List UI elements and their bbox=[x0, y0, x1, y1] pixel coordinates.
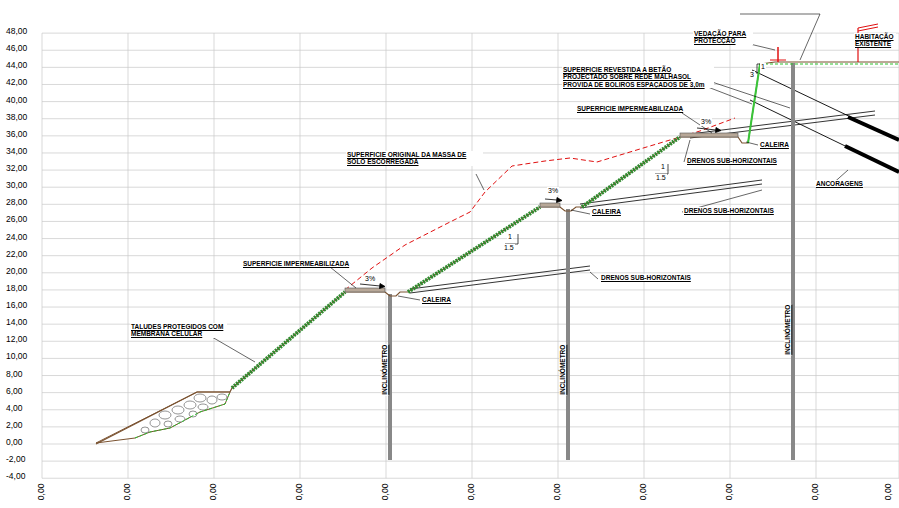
grid-line bbox=[42, 170, 899, 171]
grid-line bbox=[42, 33, 899, 34]
gutter-note: CALEIRA bbox=[759, 141, 790, 148]
grid-line bbox=[42, 358, 899, 359]
grid-line bbox=[558, 33, 559, 478]
axis-value: -2,00 bbox=[5, 455, 26, 465]
axis-value: 16,00 bbox=[5, 301, 28, 311]
grid-line bbox=[644, 33, 645, 478]
ratio-mark: 1 bbox=[507, 233, 513, 241]
axis-value: 10,00 bbox=[5, 352, 28, 362]
axis-value: 38,00 bbox=[5, 113, 28, 123]
grid-line bbox=[42, 255, 899, 256]
grid-line bbox=[42, 238, 899, 239]
drain-note: DRENOS SUB-HORIZONTAIS bbox=[683, 207, 775, 214]
grid-line bbox=[730, 33, 731, 478]
axis-value: 42,00 bbox=[5, 78, 28, 88]
axis-value: 6,00 bbox=[5, 387, 24, 397]
axis-value: 18,00 bbox=[5, 284, 28, 294]
axis-value: 0,00 bbox=[295, 483, 305, 502]
axis-value: 8,00 bbox=[5, 370, 24, 380]
grid-line bbox=[42, 135, 899, 136]
axis-value: 36,00 bbox=[5, 130, 28, 140]
axis-value: 0,00 bbox=[811, 483, 821, 502]
axis-value: 4,00 bbox=[5, 404, 24, 414]
grid-line bbox=[42, 444, 899, 445]
grid-line bbox=[42, 341, 899, 342]
axis-value: 0,00 bbox=[639, 483, 649, 502]
grid-line bbox=[42, 375, 899, 376]
slope-note: TALUDES PROTEGIDOS COM MEMBRANA CELULAR bbox=[130, 323, 227, 338]
axis-value: 0,00 bbox=[5, 438, 24, 448]
axis-value: 30,00 bbox=[5, 181, 28, 191]
grid-line bbox=[214, 33, 215, 478]
grid-line bbox=[42, 50, 899, 51]
axis-value: 0,00 bbox=[123, 483, 133, 502]
ratio-mark: 1 bbox=[660, 163, 666, 171]
slope-value: 3% bbox=[700, 118, 712, 126]
axis-value: 26,00 bbox=[5, 215, 28, 225]
grid-line bbox=[42, 33, 43, 478]
axis-value: 24,00 bbox=[5, 233, 28, 243]
axis-value: 2,00 bbox=[5, 421, 24, 431]
axis-value: 14,00 bbox=[5, 318, 28, 328]
axis-value: 28,00 bbox=[5, 198, 28, 208]
grid-line bbox=[386, 33, 387, 478]
ratio-mark: 1.5 bbox=[655, 174, 667, 182]
axis-value: 44,00 bbox=[5, 61, 28, 71]
axis-value: 0,00 bbox=[37, 483, 47, 502]
axis-value: 40,00 bbox=[5, 96, 28, 106]
gutter-note: CALEIRA bbox=[421, 296, 452, 303]
grid-line bbox=[42, 478, 899, 479]
axis-value: 20,00 bbox=[5, 267, 28, 277]
axis-value: 48,00 bbox=[5, 27, 28, 37]
axis-value: 12,00 bbox=[5, 335, 28, 345]
axis-value: 22,00 bbox=[5, 250, 28, 260]
ratio-mark: 1.5 bbox=[503, 244, 515, 252]
surface-note: SUPERFICIE IMPERMEABILIZADA bbox=[576, 105, 684, 112]
axis-value: -4,00 bbox=[5, 472, 26, 482]
axis-value: 0,00 bbox=[209, 483, 219, 502]
surface-note: SUPERFICIE IMPERMEABILIZADA bbox=[242, 260, 350, 267]
grid-line bbox=[42, 118, 899, 119]
axis-value: 46,00 bbox=[5, 44, 28, 54]
instrument-label: INCLINÓMETRO bbox=[559, 344, 566, 396]
instrument-label: INCLINÓMETRO bbox=[381, 344, 388, 396]
grid-line bbox=[42, 392, 899, 393]
axis-value: 0,00 bbox=[381, 483, 391, 502]
grid-line bbox=[42, 307, 899, 308]
grid-line bbox=[42, 289, 899, 290]
drain-note: DRENOS SUB-HORIZONTAIS bbox=[600, 274, 692, 281]
axis-value: 0,00 bbox=[725, 483, 735, 502]
grid-line bbox=[42, 84, 899, 85]
house-note: HABITAÇÃO EXISTENTE bbox=[854, 33, 896, 48]
ratio-mark: 1 bbox=[760, 63, 766, 71]
fence-note: VEDAÇÃO PARA PROTECÇÃO bbox=[693, 30, 753, 45]
gutter-note: CALEIRA bbox=[591, 208, 622, 215]
grid-line bbox=[42, 461, 899, 462]
surface-note: SUPERFICIE REVESTIDA A BETÃO PROJECTADO … bbox=[562, 66, 714, 88]
grid-line bbox=[42, 187, 899, 188]
axis-value: 34,00 bbox=[5, 147, 28, 157]
axis-value: 0,00 bbox=[553, 483, 563, 502]
grid-line bbox=[42, 272, 899, 273]
axis-value: 0,00 bbox=[467, 483, 477, 502]
grid-line bbox=[128, 33, 129, 478]
surface-note: SUPERFICIE ORIGINAL DA MASSA DE SOLO ESC… bbox=[346, 151, 483, 166]
anchor-note: ANCORAGENS bbox=[815, 180, 864, 187]
axis-value: 0,00 bbox=[884, 483, 894, 502]
instrument-label: INCLINÓMETRO bbox=[784, 304, 791, 356]
ratio-mark: 3 bbox=[749, 71, 755, 79]
grid-line bbox=[42, 221, 899, 222]
grid-line bbox=[472, 33, 473, 478]
drain-note: DRENOS SUB-HORIZONTAIS bbox=[686, 157, 778, 164]
grid-line bbox=[42, 204, 899, 205]
grid-line bbox=[300, 33, 301, 478]
grid-line bbox=[42, 67, 899, 68]
slope-value: 3% bbox=[547, 187, 559, 195]
slope-value: 3% bbox=[364, 275, 376, 283]
axis-value: 32,00 bbox=[5, 164, 28, 174]
